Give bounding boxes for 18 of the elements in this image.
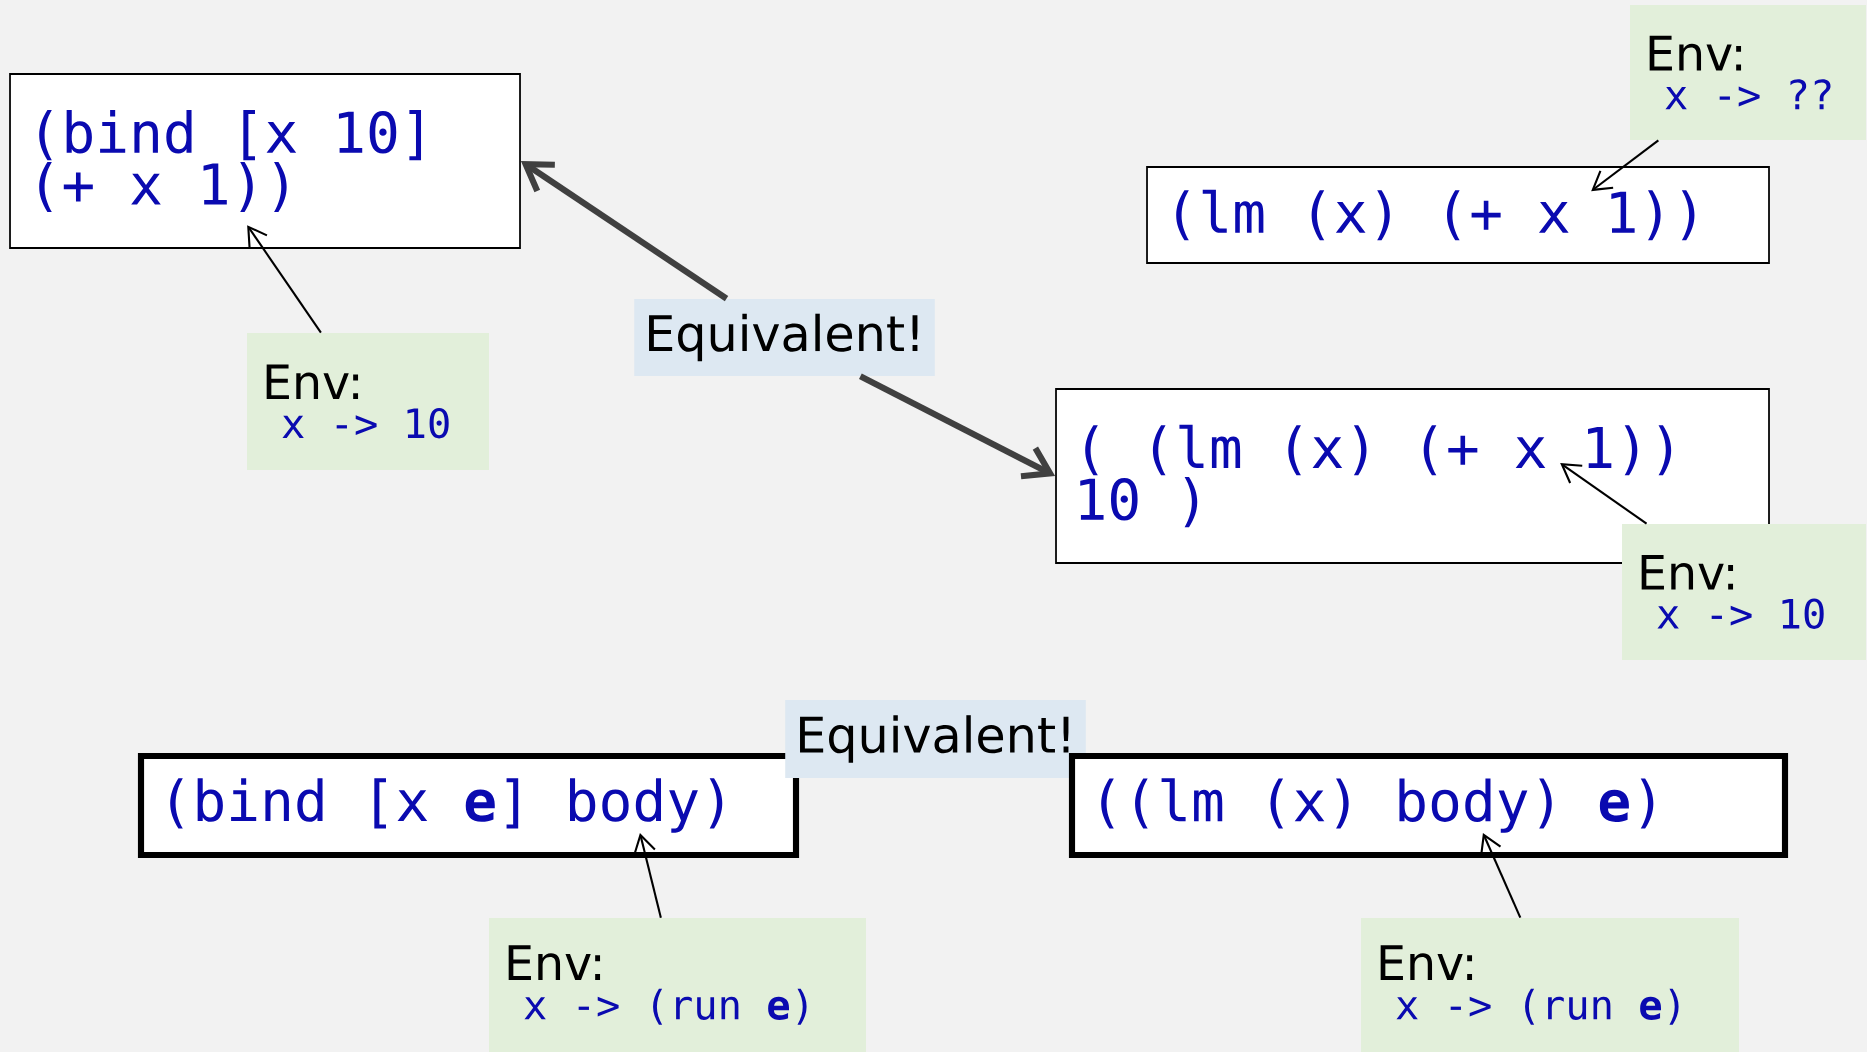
arrow <box>520 161 729 302</box>
leader-arrow <box>633 832 662 918</box>
leader-arrow <box>1480 832 1522 919</box>
arrow <box>858 373 1056 480</box>
code-box: ((lm (x) body) e) <box>1068 752 1789 859</box>
equivalence-tag: Equivalent! <box>634 299 935 376</box>
environment-note: Env: x -> 10 <box>247 333 489 470</box>
equivalence-tag: Equivalent! <box>785 700 1086 778</box>
leader-arrow <box>247 225 322 334</box>
environment-note: Env: x -> ?? <box>1630 5 1866 140</box>
code-box: (lm (x) (+ x 1)) <box>1146 166 1770 264</box>
environment-note: Env: x -> (run e) <box>489 918 866 1052</box>
leader-arrow <box>1591 139 1659 192</box>
environment-note: Env: x -> (run e) <box>1361 918 1739 1052</box>
code-box: (bind [x e] body) <box>137 752 800 859</box>
environment-note: Env: x -> 10 <box>1622 524 1866 660</box>
leader-arrow <box>1560 463 1648 525</box>
code-box: (bind [x 10] (+ x 1)) <box>9 73 521 249</box>
